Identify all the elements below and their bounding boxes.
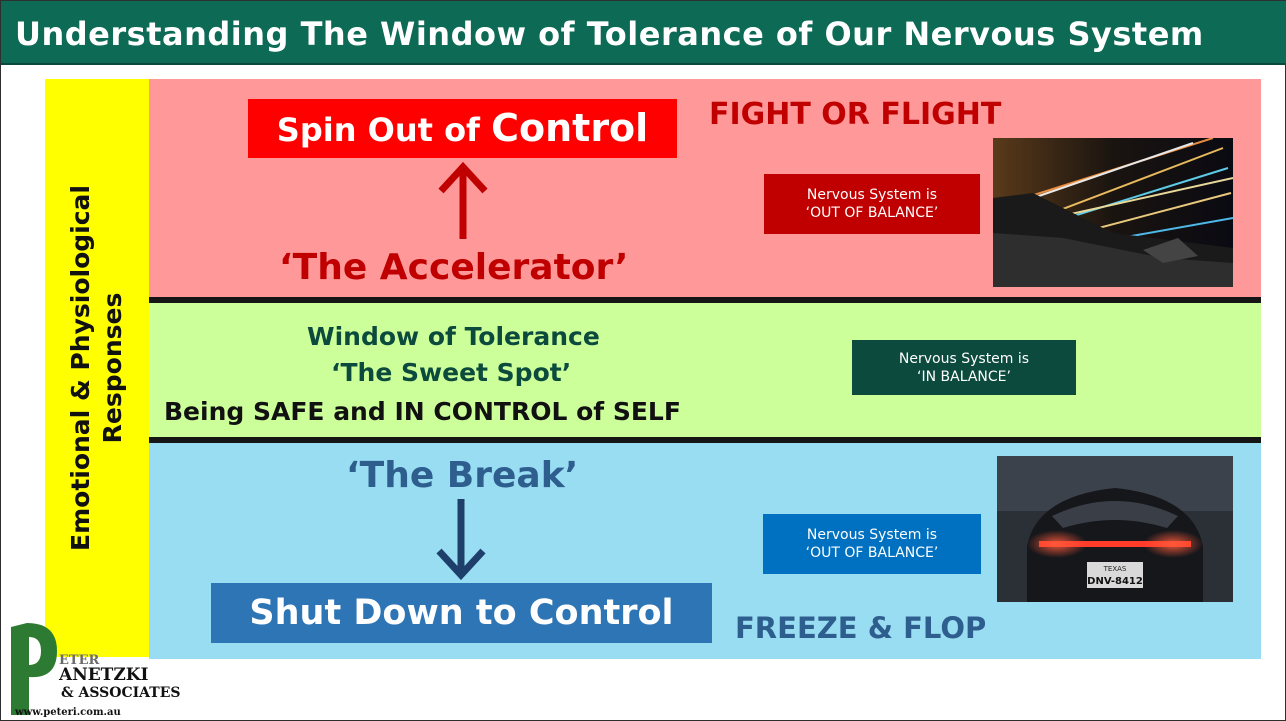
plate-number-text: DNV-8412 <box>1087 576 1143 587</box>
divider-lower <box>149 437 1261 443</box>
break-label: ‘The Break’ <box>346 455 579 496</box>
divider-upper <box>149 297 1261 303</box>
badge-top-line1: Nervous System is <box>806 187 938 203</box>
badge-bottom-line1: Nervous System is <box>806 527 938 543</box>
side-label-line1: Emotional & Physiological <box>66 185 95 551</box>
logo-website: www.peteri.com.au <box>15 707 121 718</box>
badge-bottom-line2: ‘OUT OF BALANCE’ <box>805 545 939 561</box>
control-text: Control <box>491 106 649 150</box>
arrow-up-icon <box>438 161 488 239</box>
badge-mid-line2: ‘IN BALANCE’ <box>917 368 1011 385</box>
badge-out-of-balance-top: Nervous System is ‘OUT OF BALANCE’ <box>764 174 980 234</box>
badge-in-balance: Nervous System is ‘IN BALANCE’ <box>852 340 1076 395</box>
badge-top-line2: ‘OUT OF BALANCE’ <box>805 205 939 221</box>
sweet-spot-label: ‘The Sweet Spot’ <box>331 358 572 387</box>
accelerator-label: ‘The Accelerator’ <box>279 247 629 288</box>
company-logo-icon <box>11 623 57 715</box>
car-brake-photo: TEXAS DNV-8412 <box>997 456 1233 602</box>
safe-in-control-text: Being SAFE and IN CONTROL of SELF <box>164 397 681 426</box>
badge-mid-line1: Nervous System is <box>898 350 1030 367</box>
logo-line-anetzki: ANETZKI <box>59 665 149 685</box>
side-label-panel <box>45 79 149 657</box>
arrow-down-icon <box>436 499 486 581</box>
side-label-text: Emotional & Physiological Responses <box>65 88 129 648</box>
title-bar: Understanding The Window of Tolerance of… <box>1 1 1286 65</box>
window-of-tolerance-title: Window of Tolerance <box>307 322 600 351</box>
shut-down-to-control-box: Shut Down to Control <box>211 583 712 643</box>
side-label-line2: Responses <box>98 292 127 444</box>
car-speed-photo <box>993 138 1233 287</box>
freeze-and-flop-heading: FREEZE & FLOP <box>735 611 987 645</box>
logo-line-eter: ETER <box>59 653 100 668</box>
spin-out-text: Spin Out of <box>276 111 492 149</box>
plate-state-text: TEXAS <box>1103 565 1127 573</box>
spin-out-of-control-box: Spin Out of Control <box>248 99 677 158</box>
slide-title: Understanding The Window of Tolerance of… <box>15 15 1204 53</box>
fight-or-flight-heading: FIGHT OR FLIGHT <box>709 97 1002 132</box>
logo-line-associates: & ASSOCIATES <box>61 685 181 701</box>
badge-out-of-balance-bottom: Nervous System is ‘OUT OF BALANCE’ <box>763 514 981 574</box>
